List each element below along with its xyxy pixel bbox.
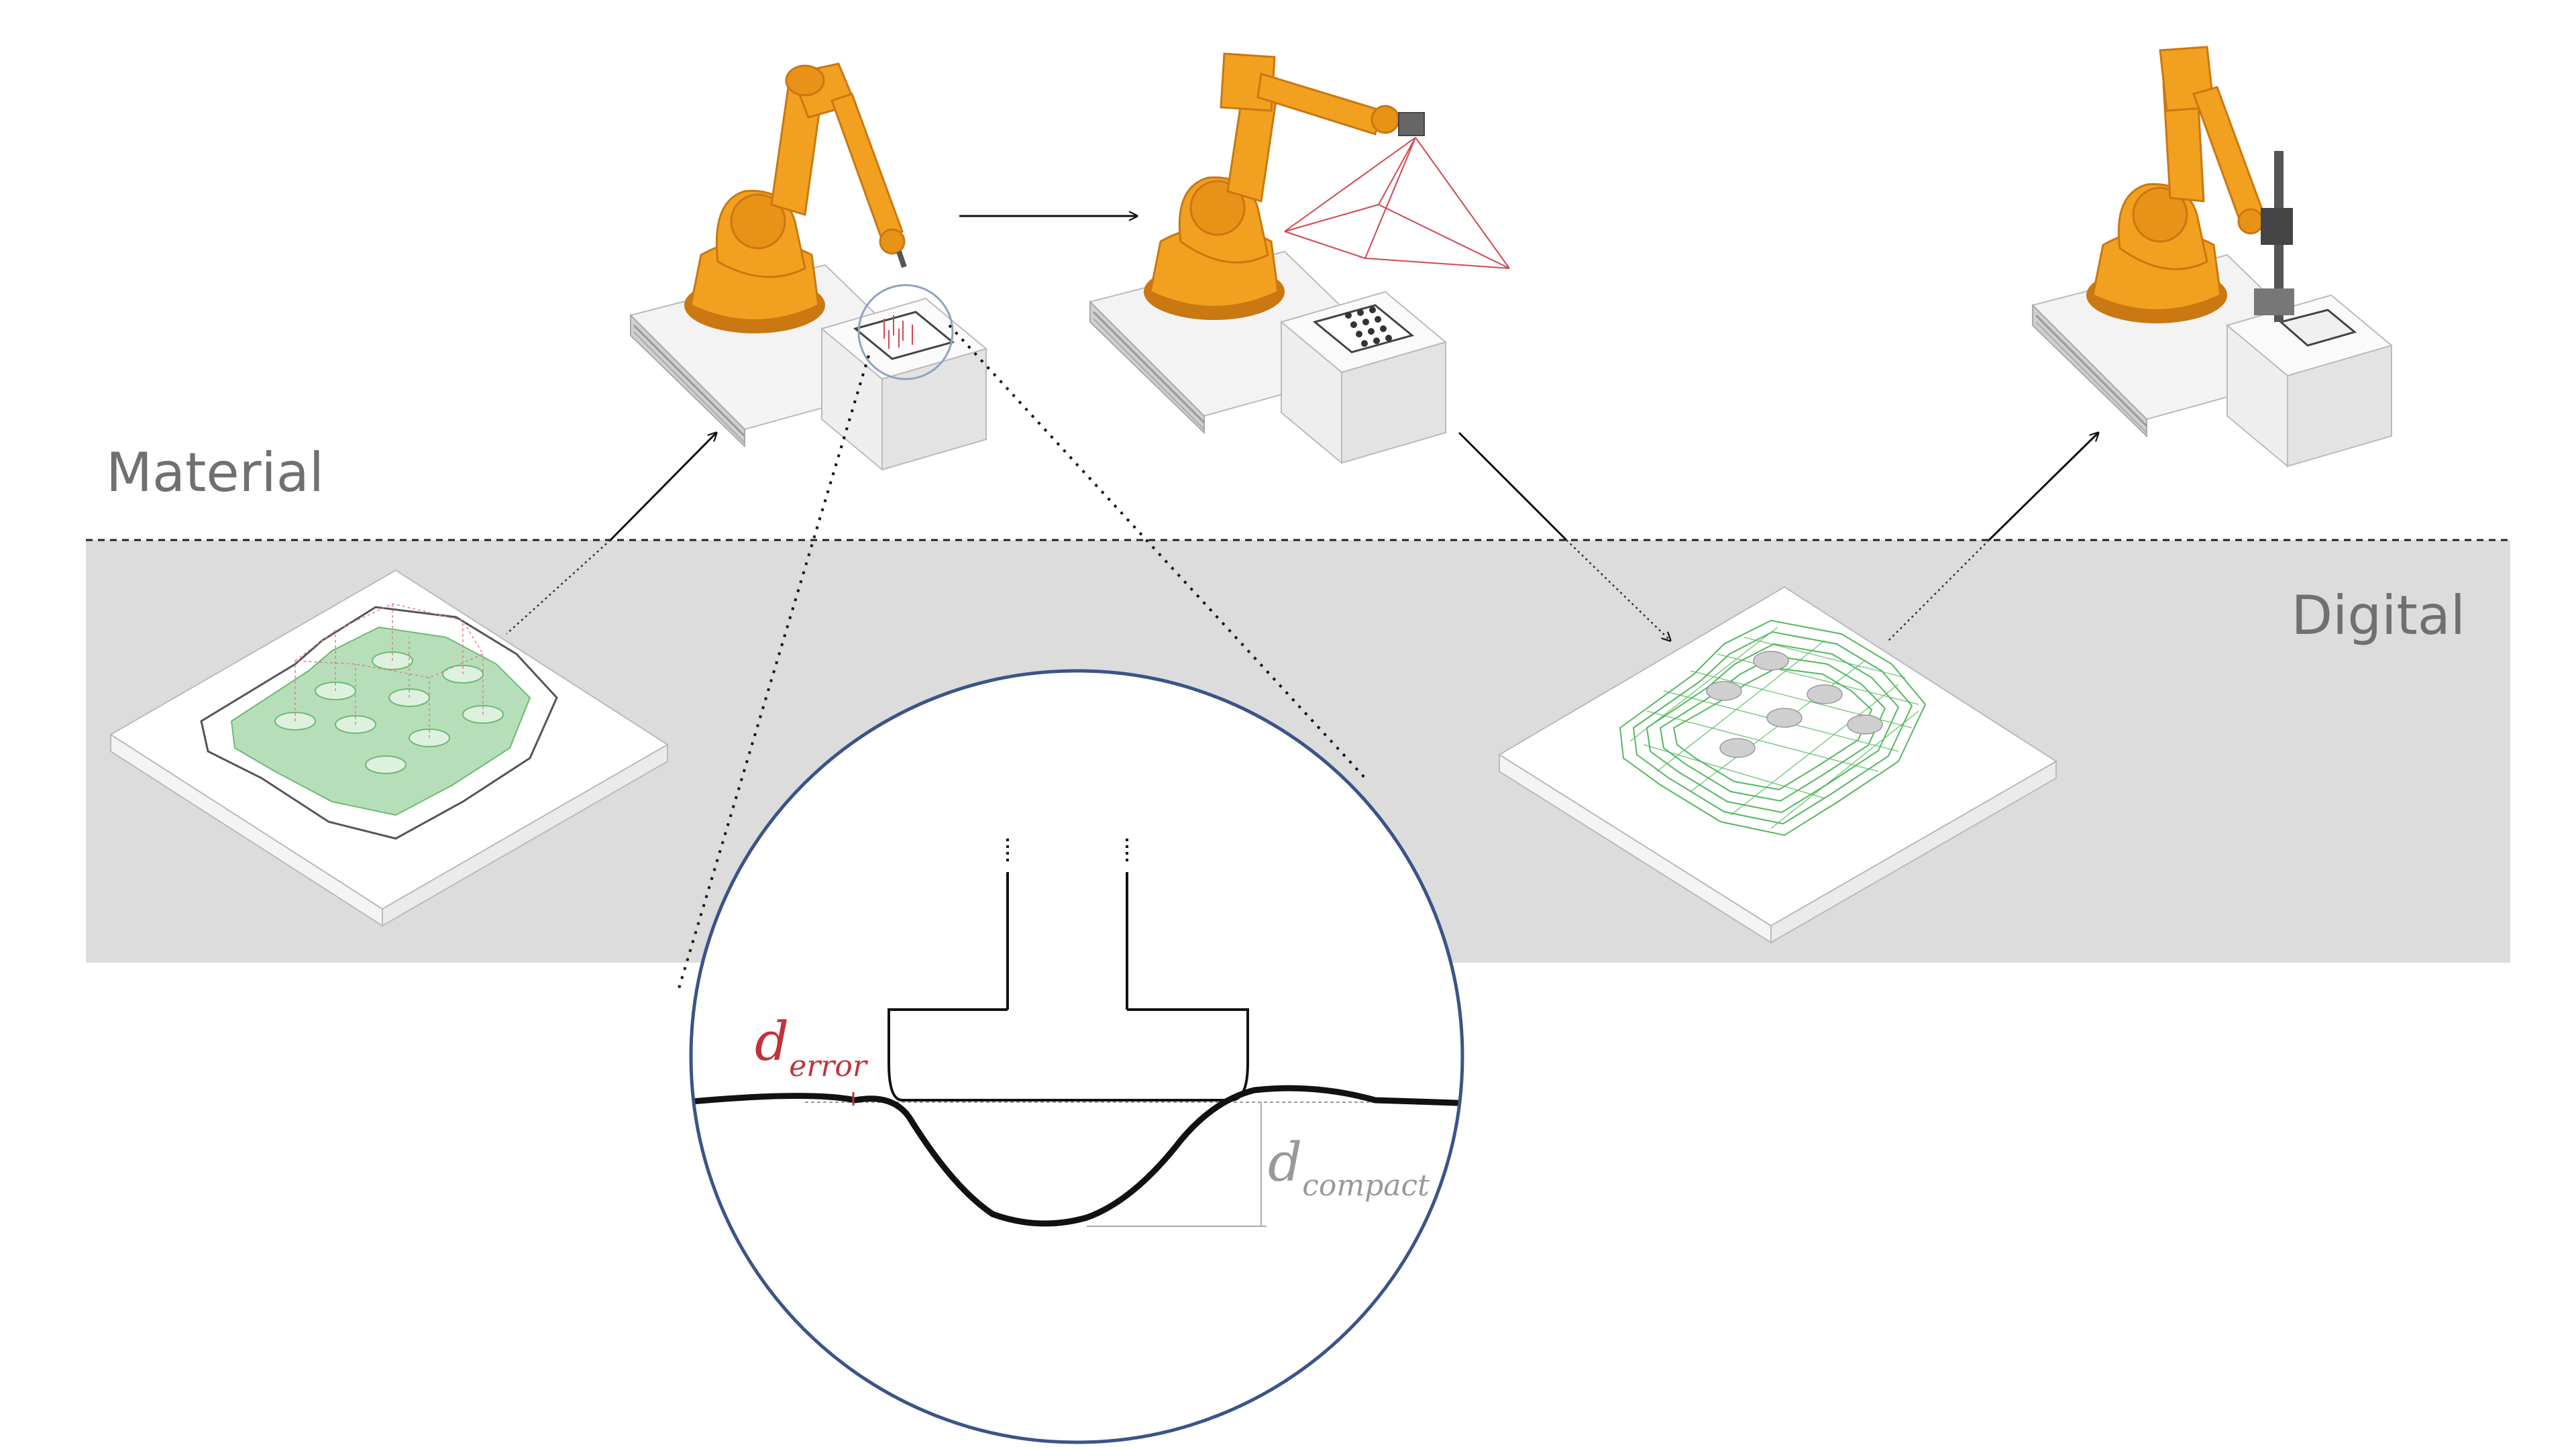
zoom-callout-circle (857, 284, 954, 380)
detail-callout: derror dcompact (689, 669, 1464, 1444)
robot-arm-compacting-icon (684, 62, 907, 333)
robot-cell-printing (2031, 46, 2394, 468)
robot-arm-scanning-icon (1144, 52, 1425, 320)
zoom-line-left (676, 355, 870, 994)
d-compact-label: dcompact (1268, 1131, 1430, 1203)
dotted-tool-link (506, 539, 611, 635)
d-error-label: derror (755, 1010, 869, 1083)
compaction-tool-icon (888, 839, 1249, 1102)
digital-label: Digital (2292, 584, 2465, 647)
arrow-tool-to-cell1 (609, 433, 716, 541)
robot-cell-scanning (1089, 52, 1510, 465)
scan-frustum (1284, 137, 1510, 269)
work-table (2225, 294, 2394, 468)
robot-cell-compacting (629, 62, 988, 472)
material-label: Material (106, 441, 324, 504)
robot-arm-printing-icon (2086, 46, 2294, 323)
dotted-print-link (1888, 539, 1990, 641)
work-table (1279, 290, 1448, 465)
arrow-digital-to-cell3 (1988, 433, 2098, 541)
surface-profile (691, 1085, 1462, 1227)
toolpath-plate-icon (109, 569, 669, 927)
work-table (820, 297, 988, 472)
scan-mesh-plate-icon (1498, 586, 2057, 944)
arrow-cell2-to-digital (1458, 431, 1568, 541)
